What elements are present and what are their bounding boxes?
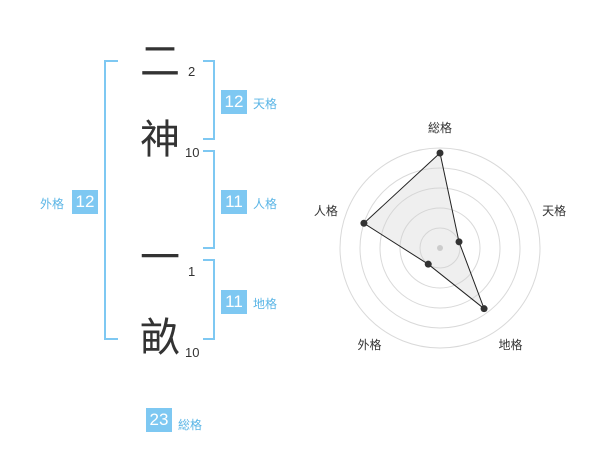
chikaku-value-badge: 11: [221, 290, 247, 314]
tenkaku-bracket: [203, 60, 215, 140]
surname-char-1-strokes: 2: [188, 64, 196, 79]
radar-ring: [359, 167, 521, 329]
tenkaku-label: 天格: [253, 97, 278, 111]
radar-axis-label: 外格: [357, 337, 381, 352]
surname-char-2-strokes: 10: [185, 145, 200, 160]
soukaku-value-badge: 23: [146, 408, 172, 432]
given-char-1-strokes: 1: [188, 264, 196, 279]
radar-point: [436, 149, 444, 157]
radar-axis-label: 総格: [428, 120, 452, 135]
soukaku-label: 総格: [178, 418, 203, 432]
chikaku-label: 地格: [253, 297, 278, 311]
radar-center-dot: [437, 245, 443, 251]
radar-point: [424, 260, 432, 268]
radar-ring: [399, 207, 481, 289]
chikaku-bracket: [203, 259, 215, 340]
radar-axis-label: 人格: [314, 203, 338, 218]
radar-axis-label: 天格: [542, 203, 566, 218]
radar-point: [455, 238, 463, 246]
radar-axis-label: 地格: [499, 337, 523, 352]
jinkaku-bracket: [203, 150, 215, 249]
jinkaku-label: 人格: [253, 197, 278, 211]
jinkaku-value-badge: 11: [221, 190, 247, 214]
radar-point: [360, 219, 368, 227]
surname-char-1: 二: [140, 39, 180, 85]
tenkaku-value-badge: 12: [221, 90, 247, 114]
radar-ring: [419, 227, 461, 269]
gaikaku-value-badge: 12: [72, 190, 98, 214]
gaikaku-label: 外格: [40, 197, 65, 211]
surname-char-2: 神: [140, 117, 180, 163]
radar-point: [480, 305, 488, 313]
given-char-1: 一: [140, 235, 180, 281]
given-char-2-strokes: 10: [185, 345, 200, 360]
gaikaku-bracket: [104, 60, 118, 340]
radar-grid: [339, 147, 541, 349]
radar-ring: [379, 187, 501, 309]
radar-data-points: [360, 149, 488, 313]
given-char-2: 畝: [140, 315, 180, 361]
radar-ring: [339, 147, 541, 349]
radar-data-area: [363, 152, 486, 311]
